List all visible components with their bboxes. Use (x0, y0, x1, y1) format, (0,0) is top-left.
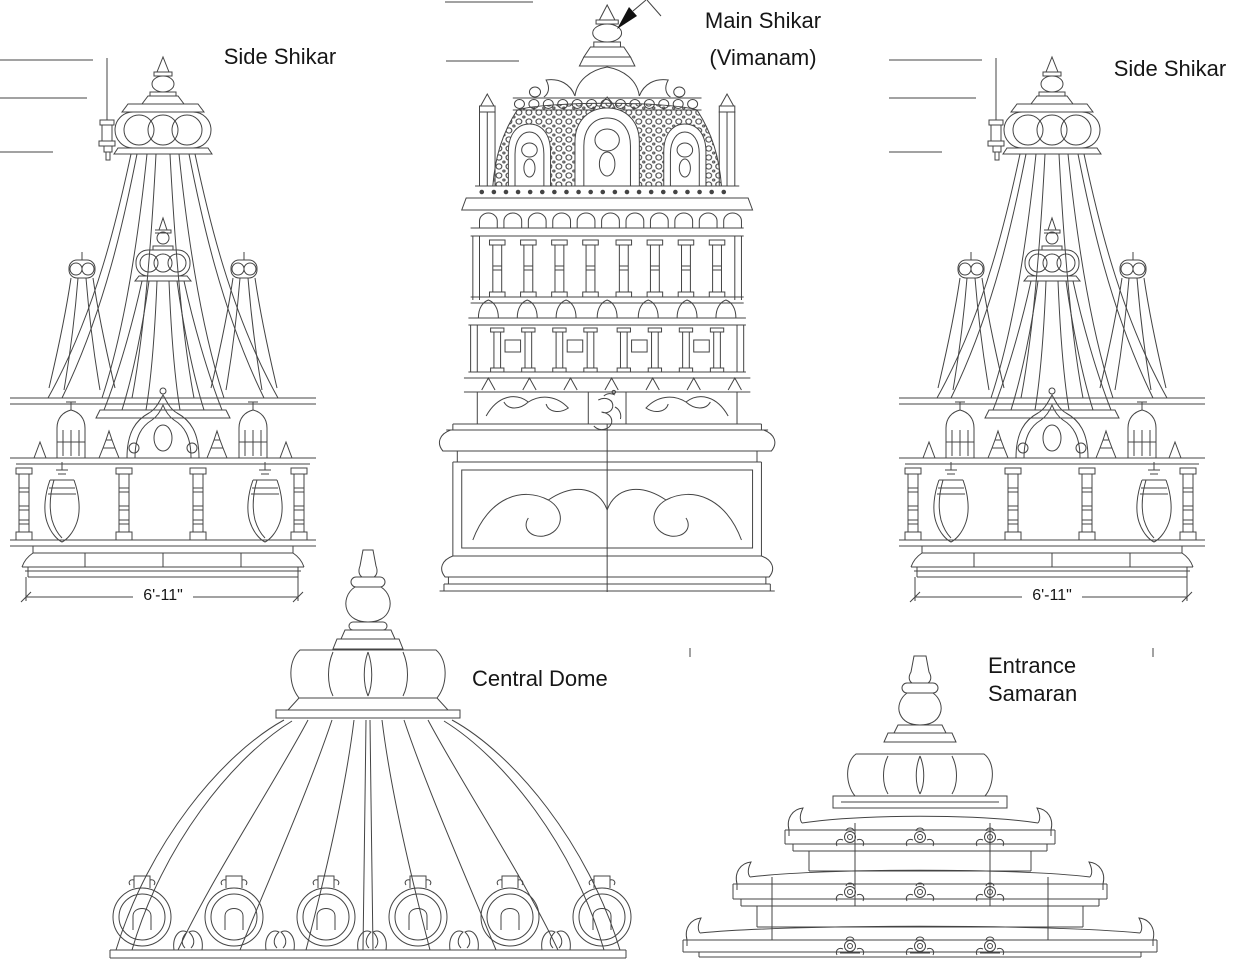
leader-line (633, 0, 661, 16)
bay-seam-lines (772, 823, 1048, 940)
upper-colonnade (471, 236, 744, 303)
dome-baseline (110, 950, 626, 958)
kalash-finial (579, 5, 635, 66)
label-entrance-samaran: Entrance Samaran (988, 652, 1077, 708)
pinnacle-row (464, 378, 750, 392)
dimension-text-left-shikar: 6'-11" (143, 587, 183, 604)
samaran-tier-bottom (683, 918, 1157, 957)
samaran-tier-top (785, 808, 1055, 871)
dome-ribs (116, 720, 620, 950)
antefix-row (468, 300, 746, 325)
central-dome-drawing (110, 550, 631, 958)
label-side-shikar-left: Side Shikar (223, 44, 337, 69)
main-shikar-drawing (439, 5, 774, 592)
lotus-crest (526, 67, 688, 98)
cornice-tiers (462, 186, 753, 236)
extension-tick (690, 648, 1153, 657)
dimension-text-right-shikar: 6'-11" (1032, 587, 1072, 604)
lotus-cushion (276, 650, 460, 718)
dome-finial (333, 550, 403, 649)
label-side-shikar-right: Side Shikar (1113, 56, 1227, 81)
leader-line (445, 2, 533, 61)
scroll-band (477, 390, 737, 429)
label-entrance-samaran-line1: Entrance (988, 653, 1077, 678)
samaran-tier-middle (733, 862, 1107, 927)
lower-colonnade (464, 325, 750, 378)
samaran-finial (884, 656, 956, 742)
label-entrance-samaran-line2: Samaran (988, 681, 1078, 706)
dome-ornament-band (113, 876, 631, 950)
leader-arrow-icon (617, 7, 637, 29)
main-shikar-leaders (445, 0, 661, 61)
base-plinth (439, 424, 774, 592)
label-central-dome: Central Dome (472, 666, 608, 691)
label-main-shikar: Main Shikar (Vimanam) (688, 2, 838, 76)
ornate-dome (480, 94, 735, 186)
om-symbol-icon (594, 390, 621, 429)
side-shikar-right-drawing (888, 56, 1206, 603)
samaran-lotus-cushion (833, 754, 1007, 808)
side-shikar-left-drawing (0, 56, 317, 603)
label-main-shikar-line2: (Vimanam) (709, 45, 817, 70)
entrance-samaran-drawing (683, 648, 1157, 957)
label-main-shikar-line1: Main Shikar (704, 8, 822, 33)
